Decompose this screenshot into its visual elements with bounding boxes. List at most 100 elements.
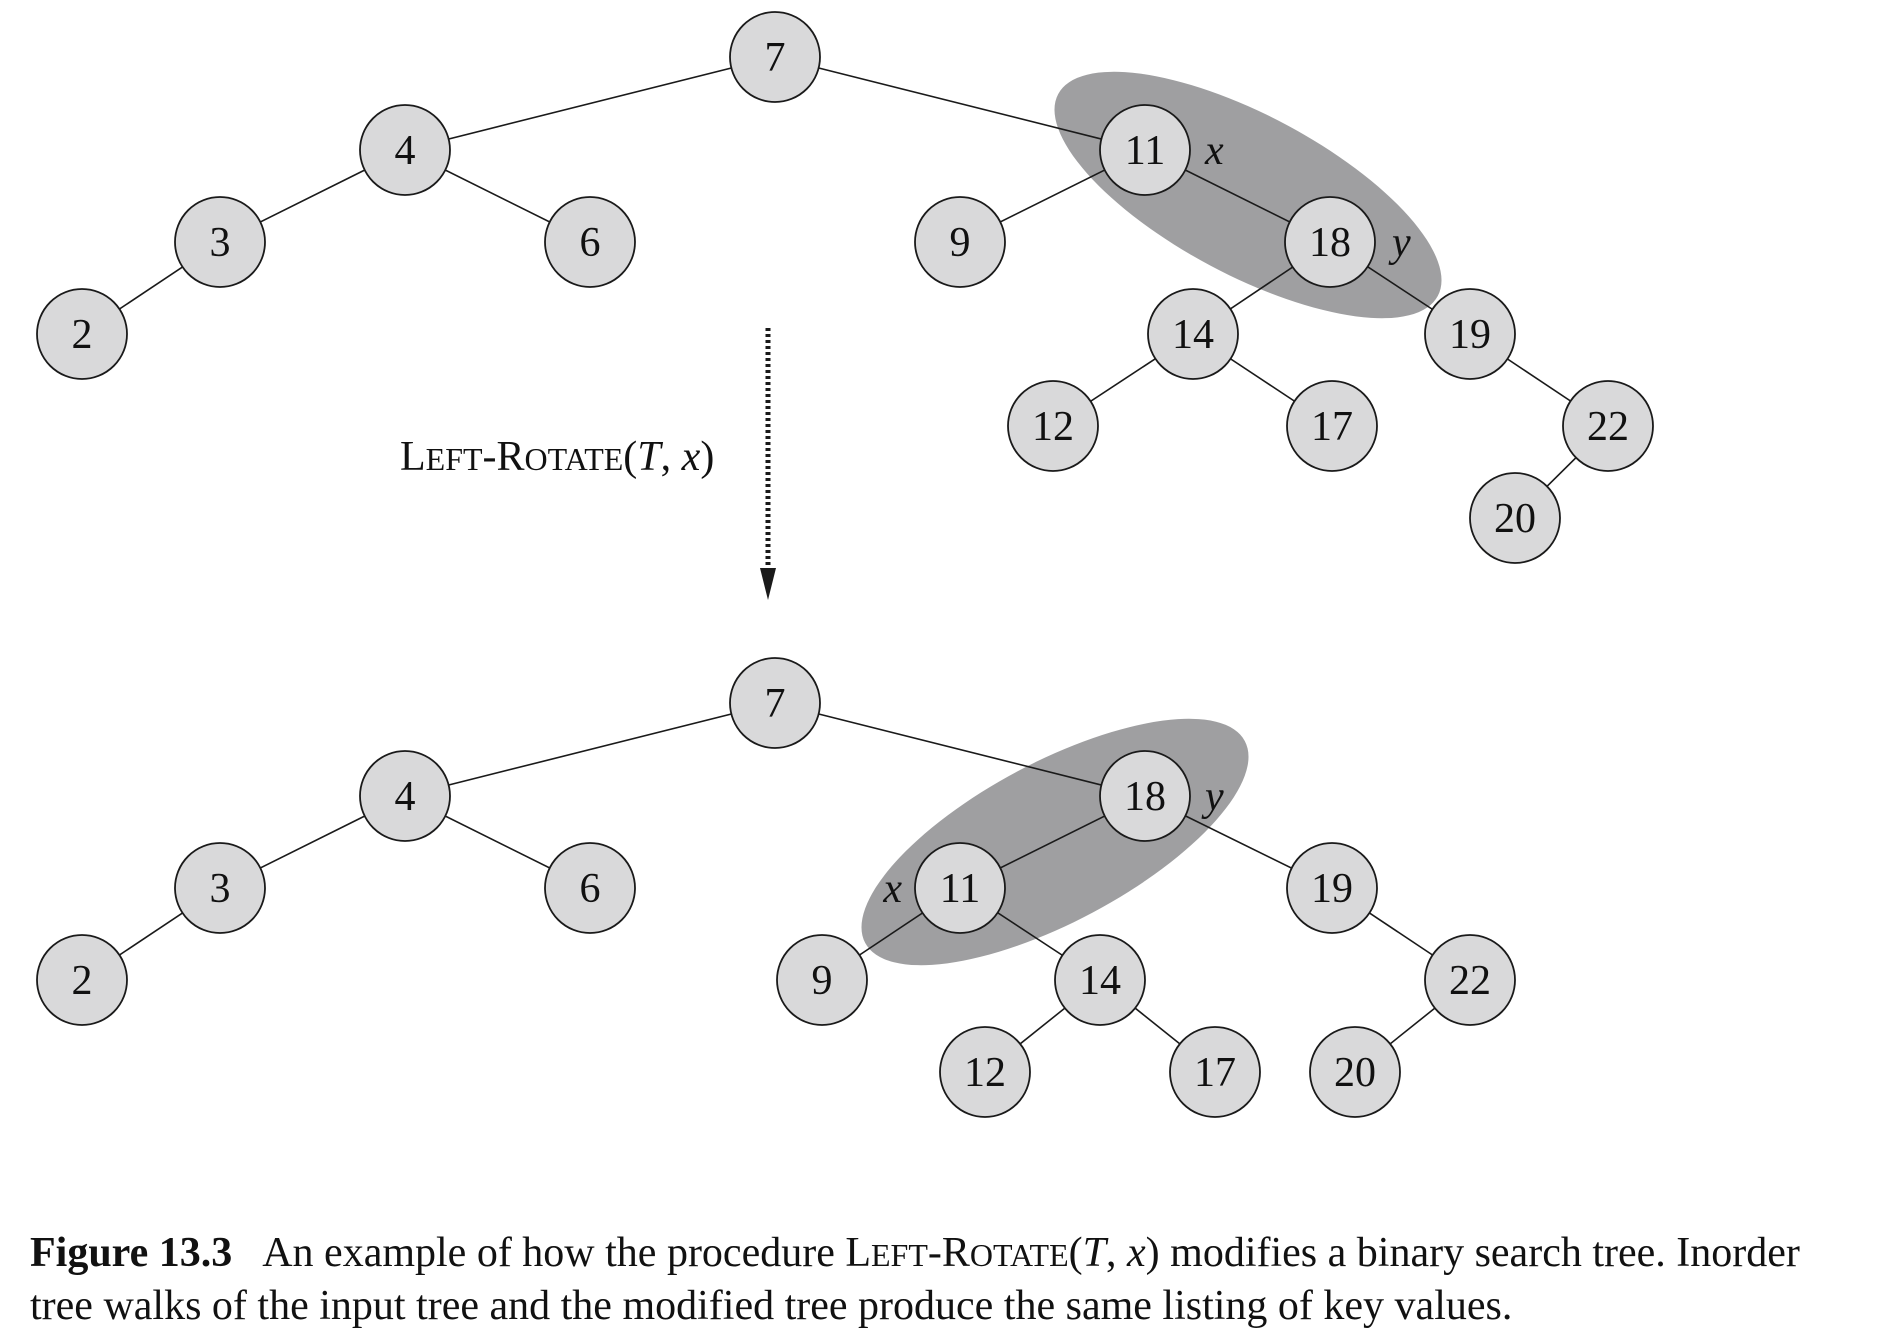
node-before-7: 7 [729, 11, 821, 103]
node-before-18: 18 [1284, 196, 1376, 288]
edge-before-7-11 [774, 56, 1146, 151]
node-before-9: 9 [914, 196, 1006, 288]
node-after-19: 19 [1286, 842, 1378, 934]
node-circle [1424, 934, 1516, 1026]
node-circle [1286, 842, 1378, 934]
node-key: 7 [765, 35, 786, 81]
node-before-6: 6 [544, 196, 636, 288]
edge-after-7-4 [404, 702, 776, 797]
node-key: 2 [72, 958, 93, 1004]
node-key: 3 [210, 220, 231, 266]
node-circle [1099, 750, 1191, 842]
node-before-4: 4 [359, 104, 451, 196]
node-key: 17 [1194, 1050, 1236, 1096]
node-key: 18 [1309, 220, 1351, 266]
transform-arrow [760, 328, 776, 600]
node-circle [1054, 934, 1146, 1026]
node-key: 9 [812, 958, 833, 1004]
node-after-4: 4 [359, 750, 451, 842]
node-after-6: 6 [544, 842, 636, 934]
node-before-20: 20 [1469, 472, 1561, 564]
node-key: 3 [210, 866, 231, 912]
node-circle [1169, 1026, 1261, 1118]
node-circle [1007, 380, 1099, 472]
node-key: 14 [1079, 958, 1121, 1004]
node-key: 20 [1334, 1050, 1376, 1096]
node-after-12: 12 [939, 1026, 1031, 1118]
node-before-11: 11 [1099, 104, 1191, 196]
pointer-label-before-x: x [1204, 128, 1224, 174]
node-circle [914, 842, 1006, 934]
node-before-14: 14 [1147, 288, 1239, 380]
node-before-12: 12 [1007, 380, 1099, 472]
node-before-17: 17 [1286, 380, 1378, 472]
node-key: 4 [395, 128, 416, 174]
node-circle [36, 288, 128, 380]
node-circle [1147, 288, 1239, 380]
node-key: 4 [395, 774, 416, 820]
node-before-3: 3 [174, 196, 266, 288]
edge-before-7-4 [404, 56, 776, 151]
tree-nodes-layer: 7 4 3 2 6 11 9 18 14 12 17 19 22 20 x y 7 4 3 2 6 18 11 9 14 12 17… [36, 11, 1654, 1118]
node-key: 2 [72, 312, 93, 358]
pointer-label-after-y: y [1201, 774, 1224, 820]
node-key: 7 [765, 681, 786, 727]
edge-after-7-18 [774, 702, 1146, 797]
node-key: 19 [1449, 312, 1491, 358]
caption-text-before: An example of how the procedure [262, 1230, 846, 1276]
node-key: 17 [1311, 404, 1353, 450]
node-circle [359, 750, 451, 842]
node-circle [1286, 380, 1378, 472]
node-circle [729, 11, 821, 103]
node-key: 14 [1172, 312, 1214, 358]
node-circle [1309, 1026, 1401, 1118]
node-circle [1469, 472, 1561, 564]
node-after-14: 14 [1054, 934, 1146, 1026]
node-before-22: 22 [1562, 380, 1654, 472]
node-key: 20 [1494, 496, 1536, 542]
node-circle [174, 842, 266, 934]
node-circle [36, 934, 128, 1026]
node-after-22: 22 [1424, 934, 1516, 1026]
node-key: 11 [940, 866, 980, 912]
node-before-2: 2 [36, 288, 128, 380]
node-key: 11 [1125, 128, 1165, 174]
node-key: 22 [1449, 958, 1491, 1004]
node-after-3: 3 [174, 842, 266, 934]
node-key: 6 [580, 220, 601, 266]
highlight-after [861, 718, 1249, 966]
node-circle [544, 842, 636, 934]
node-circle [939, 1026, 1031, 1118]
node-key: 19 [1311, 866, 1353, 912]
caption-procedure-name: LEFT-ROTATE(T, x) [845, 1230, 1160, 1276]
figure-caption: Figure 13.3 An example of how the procedu… [30, 1228, 1860, 1332]
node-after-11: 11 [914, 842, 1006, 934]
node-key: 18 [1124, 774, 1166, 820]
node-key: 12 [1032, 404, 1074, 450]
node-key: 12 [964, 1050, 1006, 1096]
caption-text-after: modifies a binary search tree. Inorder t… [30, 1230, 1800, 1329]
node-after-20: 20 [1309, 1026, 1401, 1118]
operation-label: LEFT-ROTATE(T, x) [400, 434, 714, 480]
node-after-17: 17 [1169, 1026, 1261, 1118]
node-circle [1424, 288, 1516, 380]
node-circle [359, 104, 451, 196]
pointer-label-after-x: x [882, 866, 902, 912]
pointer-label-before-y: y [1388, 220, 1411, 266]
node-key: 22 [1587, 404, 1629, 450]
node-before-19: 19 [1424, 288, 1516, 380]
node-after-7: 7 [729, 657, 821, 749]
figure-number: Figure 13.3 [30, 1230, 233, 1276]
node-after-9: 9 [776, 934, 868, 1026]
node-after-2: 2 [36, 934, 128, 1026]
left-rotate-diagram: 7 4 3 2 6 11 9 18 14 12 17 19 22 20 x y 7 4 3 2 6 18 11 9 14 12 17… [36, 11, 1654, 1118]
node-key: 6 [580, 866, 601, 912]
node-circle [914, 196, 1006, 288]
node-circle [1284, 196, 1376, 288]
node-circle [544, 196, 636, 288]
node-circle [174, 196, 266, 288]
node-circle [1562, 380, 1654, 472]
node-circle [729, 657, 821, 749]
node-key: 9 [950, 220, 971, 266]
node-circle [1099, 104, 1191, 196]
